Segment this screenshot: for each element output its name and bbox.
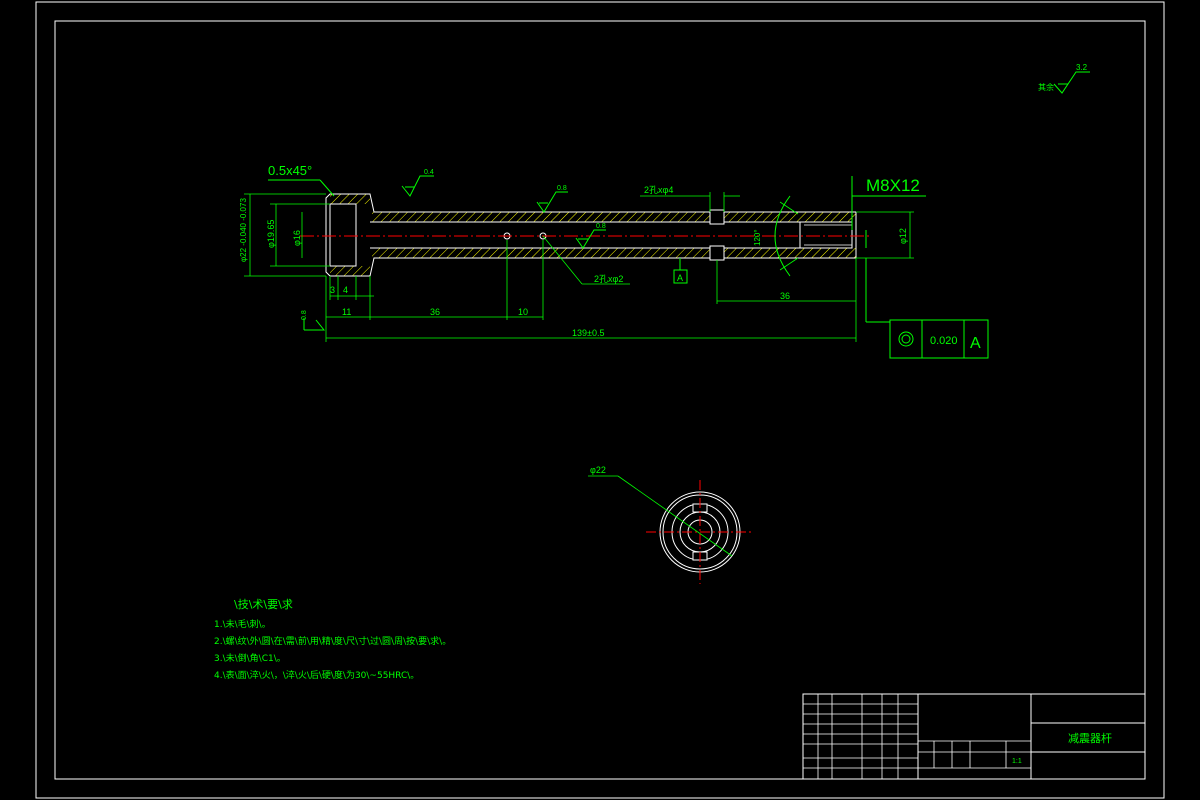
svg-text:0.8: 0.8 bbox=[596, 223, 606, 230]
note-item: 3.\未\倒\角\C1\。 bbox=[214, 654, 286, 664]
head-shoulder bbox=[356, 193, 856, 213]
svg-text:11: 11 bbox=[342, 307, 351, 317]
hatch-head-top bbox=[330, 194, 370, 204]
hole-callout-4: 2孔xφ4 bbox=[640, 185, 740, 212]
dia-22-tol-label: φ22 -0.040 -0.073 bbox=[239, 198, 248, 262]
roughness-symbol-inner: 0.8 bbox=[575, 223, 606, 249]
end-view-dia-label: φ22 bbox=[590, 465, 606, 475]
sheet-outer-border bbox=[35, 1, 1165, 799]
end-view: φ22 bbox=[588, 465, 754, 584]
roughness-symbol-top-mid: 0.8 bbox=[536, 185, 568, 213]
svg-text:0.4: 0.4 bbox=[424, 169, 434, 176]
shaft-main-view bbox=[300, 193, 870, 277]
chamfer-label: 0.5x45° bbox=[268, 163, 312, 178]
feature-control-frame: 0.020 A bbox=[865, 258, 989, 359]
angle-dim: 120° bbox=[753, 195, 799, 277]
svg-text:0.8: 0.8 bbox=[557, 185, 567, 192]
notes-title: \技\术\要\求 bbox=[234, 598, 293, 611]
note-item: 2.\螺\纹\外\圆\在\需\前\用\精\度\尺\寸\过\圆\周\按\要\求\。 bbox=[214, 637, 452, 647]
angle-label: 120° bbox=[753, 229, 762, 246]
tolerance-datum: A bbox=[970, 335, 981, 352]
tolerance-value: 0.020 bbox=[930, 335, 958, 347]
head-outline bbox=[325, 193, 356, 277]
general-roughness-value: 3.2 bbox=[1076, 63, 1088, 72]
dia-12-label: φ12 bbox=[898, 228, 908, 244]
thread-label: M8X12 bbox=[866, 176, 920, 195]
hatch-tube-bottom bbox=[372, 248, 856, 258]
concentricity-icon bbox=[898, 331, 914, 347]
hatch-head-bottom bbox=[330, 266, 370, 276]
svg-text:3: 3 bbox=[330, 285, 335, 295]
general-roughness-symbol: 其余 3.2 bbox=[1038, 63, 1090, 94]
svg-text:4: 4 bbox=[343, 285, 348, 295]
cross-hole-4-top bbox=[709, 209, 725, 225]
svg-text:36: 36 bbox=[430, 307, 440, 317]
svg-text:36: 36 bbox=[780, 291, 790, 301]
note-item: 4.\表\面\淬\火\，\淬\火\后\硬\度\为30\~55HRC\。 bbox=[214, 671, 420, 681]
overall-length-label: 139±0.5 bbox=[572, 328, 604, 338]
diameter-dims-left: φ22 -0.040 -0.073 φ19.65 φ16 bbox=[239, 193, 330, 277]
sheet-inner-border bbox=[54, 20, 1146, 780]
hole-callout-2: 2孔xφ2 bbox=[542, 235, 630, 285]
note-item: 1.\未\毛\刺\。 bbox=[214, 620, 271, 630]
dia-19-65-label: φ19.65 bbox=[266, 220, 276, 248]
cross-hole-4-bottom bbox=[709, 245, 725, 261]
diameter-dim-right: φ12 bbox=[856, 211, 914, 259]
hatch-tube-top bbox=[372, 212, 856, 222]
svg-text:10: 10 bbox=[518, 307, 528, 317]
hole-2-label: 2孔xφ2 bbox=[594, 274, 623, 284]
roughness-symbol-top-left: 0.4 bbox=[401, 169, 434, 197]
dia-16-label: φ16 bbox=[292, 230, 302, 246]
roughness-symbol-left-datum: 0.8 bbox=[301, 310, 326, 331]
title-block: 减震器杆 1:1 bbox=[802, 693, 1146, 780]
datum-label: A bbox=[677, 273, 683, 283]
svg-text:0.8: 0.8 bbox=[301, 310, 308, 320]
general-roughness-word: 其余 bbox=[1038, 82, 1054, 92]
horizontal-dims: 3 4 11 36 10 36 139±0.5 bbox=[325, 240, 857, 342]
head-bore bbox=[329, 203, 357, 267]
datum-feature: A bbox=[673, 258, 688, 284]
scale-value: 1:1 bbox=[1012, 758, 1022, 765]
thread-bore bbox=[799, 221, 853, 249]
head-shoulder-bottom bbox=[356, 257, 856, 277]
hole-4-label: 2孔xφ4 bbox=[644, 185, 673, 195]
part-name: 减震器杆 bbox=[1068, 731, 1112, 745]
technical-notes: \技\术\要\求 1.\未\毛\刺\。 2.\螺\纹\外\圆\在\需\前\用\精… bbox=[214, 596, 451, 685]
